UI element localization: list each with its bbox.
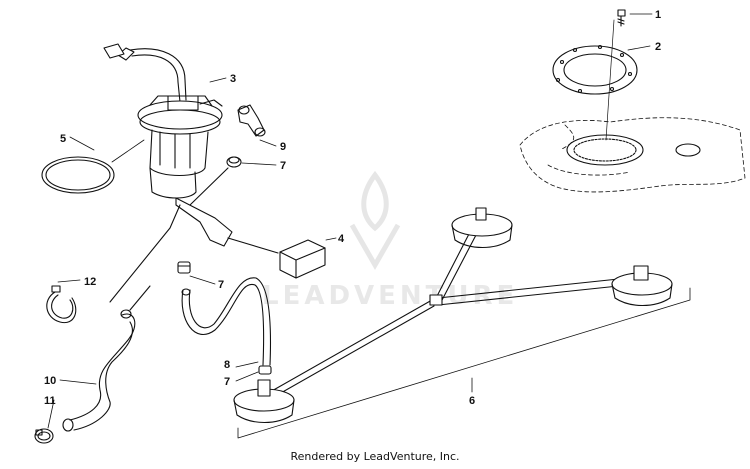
callout-labels: 1 2 3 4 5 6 7 7 7 8 9 10 11 12 — [44, 9, 661, 407]
callout-7-lower: 7 — [224, 376, 230, 388]
callout-9: 9 — [280, 141, 286, 153]
watermark-text: LEADVENTURE — [262, 281, 518, 311]
callout-5: 5 — [60, 133, 66, 145]
gasket-ring-part — [552, 44, 638, 95]
fuel-tank-outline — [519, 117, 746, 193]
flame-logo-icon — [349, 170, 401, 271]
fuel-pump-assembly — [103, 43, 279, 303]
callout-12: 12 — [84, 276, 96, 288]
fitting-7-middle — [177, 261, 191, 274]
tank-pump-opening — [566, 19, 701, 166]
callout-1: 1 — [655, 9, 661, 21]
leader-lines — [47, 13, 653, 429]
small-clamp-part — [34, 428, 54, 444]
fuel-pickup-harness — [233, 207, 691, 439]
callout-7-upper: 7 — [280, 160, 286, 172]
footer-credit: Rendered by LeadVenture, Inc. — [290, 450, 460, 463]
o-ring-part — [41, 156, 115, 194]
callout-11: 11 — [44, 395, 56, 407]
callout-8: 8 — [224, 359, 230, 371]
watermark: LEADVENTURE — [262, 170, 518, 311]
fitting-7-upper — [189, 156, 242, 206]
connecting-hose-part — [181, 277, 272, 366]
callout-7-middle: 7 — [218, 279, 224, 291]
elbow-fitting-part — [237, 104, 266, 137]
hose-clamp-part — [46, 285, 77, 324]
callout-10: 10 — [44, 375, 56, 387]
bolt-part — [617, 9, 626, 27]
callout-3: 3 — [230, 73, 236, 85]
return-hose-part — [62, 285, 151, 432]
fitting-7-lower — [258, 365, 272, 375]
callout-4: 4 — [338, 233, 345, 245]
callout-2: 2 — [655, 41, 661, 53]
callout-6: 6 — [469, 395, 475, 407]
sensor-connector-part — [279, 239, 326, 279]
